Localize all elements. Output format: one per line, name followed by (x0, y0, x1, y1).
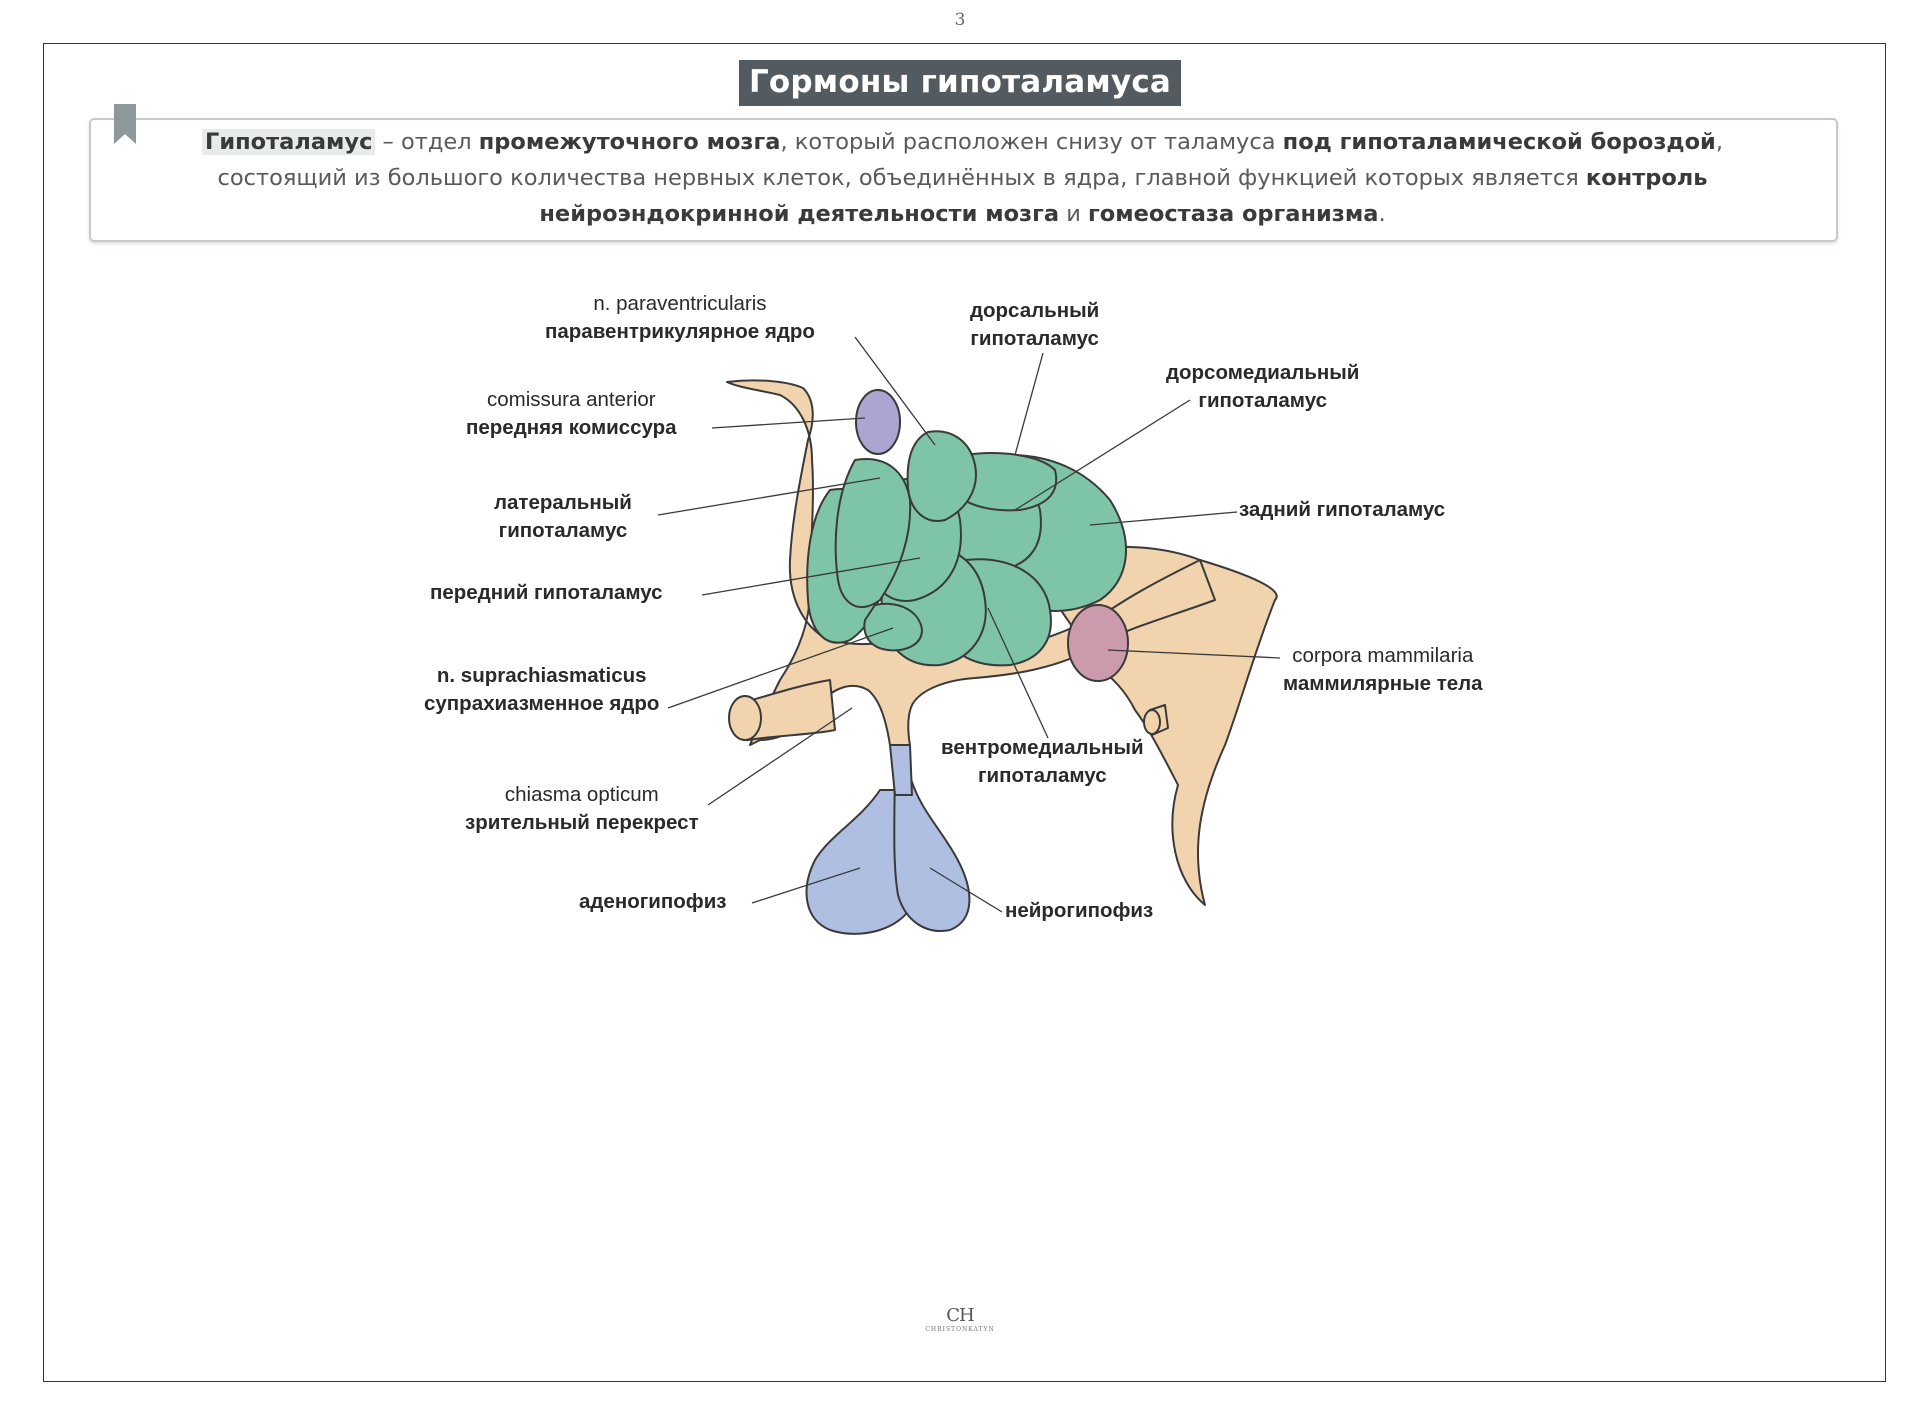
leader-neurohypophysis (929, 867, 1003, 913)
definition-box (89, 118, 1838, 242)
definition-part: , состоящий из большого количества нервн… (217, 129, 1723, 191)
definition-bold: промежуточного мозга (478, 129, 781, 155)
optic-nerve-cut (728, 695, 762, 741)
definition-text: Гипоталамус – отдел промежуточного мозга… (150, 124, 1775, 232)
leader-adenohypophysis (751, 867, 861, 904)
label-ventromedial: вентромедиальный гипоталамус (941, 736, 1144, 787)
leader-chiasma (707, 707, 853, 806)
label-dorsomedial: дорсомедиальный гипоталамус (1166, 361, 1360, 412)
title-wrap: Гормоны гипоталамуса (0, 60, 1920, 106)
label-neurohypophysis: нейрогипофиз (1005, 899, 1154, 922)
definition-part: и (1059, 201, 1088, 227)
label-suprachiasmaticus: n. suprachiasmaticus супрахиазменное ядр… (424, 664, 660, 715)
label-mammillaria: corpora mammilaria маммилярные тела (1283, 644, 1483, 695)
definition-bold: под гипоталамической бороздой (1282, 129, 1716, 155)
page-title: Гормоны гипоталамуса (738, 60, 1182, 106)
definition-part: , который расположен снизу от таламуса (780, 129, 1283, 155)
definition-bold: контроль нейроэндокринной деятельности м… (539, 165, 1708, 227)
label-chiasma: chiasma opticum зрительный перекрест (465, 783, 699, 834)
bookmark-icon (114, 104, 136, 144)
label-commissura: comissura anterior передняя комиссура (466, 388, 677, 439)
leader-anterior (701, 557, 921, 596)
pituitary-stalk (889, 744, 913, 796)
definition-part: . (1378, 201, 1386, 227)
label-dorsal: дорсальный гипоталамус (970, 299, 1100, 350)
leader-posterior (1089, 511, 1238, 526)
definition-term: Гипоталамус (202, 129, 376, 155)
page-number: 3 (954, 10, 966, 30)
label-anterior: передний гипоталамус (430, 581, 663, 604)
leader-dorsal (1014, 352, 1044, 456)
label-adenohypophysis: аденогипофиз (579, 890, 727, 913)
definition-bold: гомеостаза организма (1088, 201, 1379, 227)
label-posterior: задний гипоталамус (1239, 498, 1446, 521)
commissura-anterior (855, 389, 901, 455)
tissue-anterior (726, 379, 1216, 746)
leader-paraventricularis (854, 336, 936, 446)
mammillary-stalk-cut (1143, 709, 1161, 735)
leader-commissura (711, 417, 866, 429)
nucleus-paraventricularis (906, 430, 977, 522)
leader-suprachiasmaticus (667, 627, 894, 709)
logo: CH CHRISTONKATYN (0, 1305, 1920, 1333)
leader-mammillaria (1107, 649, 1281, 659)
logo-mark: CH (946, 1305, 974, 1326)
leader-dorsomedial (1014, 399, 1191, 511)
mammillary-body (1067, 604, 1129, 682)
nucleus-front (834, 458, 912, 609)
label-paraventricularis: n. paraventricularis паравентрикулярное … (545, 292, 815, 343)
page-frame (43, 43, 1886, 1382)
neurohypophysis (893, 749, 971, 932)
label-lateral: латеральный гипоталамус (494, 491, 632, 542)
leader-lateral (657, 477, 881, 516)
logo-text: CHRISTONKATYN (925, 1326, 995, 1333)
leader-ventromedial (987, 607, 1049, 739)
definition-part: – отдел (375, 129, 479, 155)
